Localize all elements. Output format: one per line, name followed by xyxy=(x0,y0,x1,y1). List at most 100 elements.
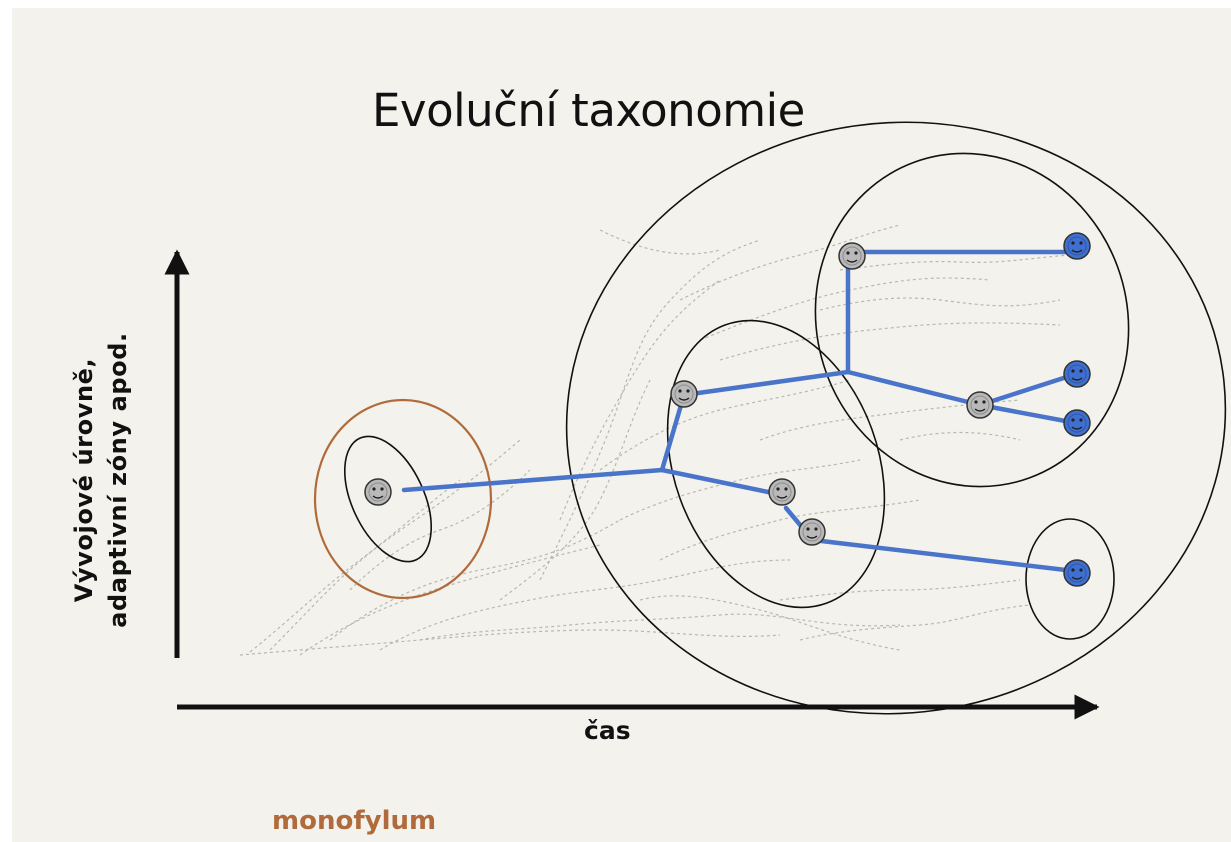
faint-branch xyxy=(719,322,1061,361)
face-inner-ring xyxy=(802,522,822,542)
faint-branch xyxy=(419,613,901,641)
ancestor-taxon-icon xyxy=(364,478,392,506)
face-eye xyxy=(776,487,780,491)
faint-branch xyxy=(499,379,651,601)
face-mouth xyxy=(846,259,858,263)
ancestor-taxon-icon xyxy=(798,518,826,546)
faint-branch xyxy=(349,469,531,591)
face-eye xyxy=(806,527,810,531)
face-eye xyxy=(1071,369,1075,373)
faint-branch xyxy=(239,629,781,656)
face-eye xyxy=(372,487,376,491)
face-eye xyxy=(686,389,690,393)
y-axis-label-line-1: Vývojové úrovně, xyxy=(70,357,98,603)
taxon-groups xyxy=(313,121,1227,715)
faint-branch xyxy=(839,254,1071,271)
face-mouth xyxy=(1071,377,1083,381)
taxon-group-ancestor-inner xyxy=(343,435,433,563)
ancestor-taxon-icon xyxy=(670,380,698,408)
face-inner-ring xyxy=(970,395,990,415)
faint-branch xyxy=(619,459,861,521)
faint-branch xyxy=(329,519,621,641)
face-mouth xyxy=(776,495,788,499)
face-inner-ring xyxy=(368,482,388,502)
face-mouth xyxy=(806,535,818,539)
faint-branch xyxy=(779,579,1021,601)
face-eye xyxy=(1079,241,1083,245)
face-mouth xyxy=(1071,576,1083,580)
faint-branch xyxy=(539,239,761,581)
faint-branch xyxy=(759,399,1021,441)
face-eye xyxy=(1079,568,1083,572)
faint-branch xyxy=(269,439,521,651)
face-eye xyxy=(380,487,384,491)
ancestor-taxon-icon xyxy=(768,478,796,506)
diagram-title: Evoluční taxonomie xyxy=(372,84,805,137)
face-mouth xyxy=(678,397,690,401)
face-inner-ring xyxy=(1067,413,1087,433)
face-eye xyxy=(1079,369,1083,373)
face-eye xyxy=(814,527,818,531)
descendant-taxon-icon xyxy=(1063,409,1091,437)
lineage-branch xyxy=(977,371,1079,408)
lineage-branch xyxy=(810,537,1077,574)
lineage-branch xyxy=(681,369,851,398)
faint-branch xyxy=(599,379,851,471)
faint-branch xyxy=(659,499,921,561)
ancestor-taxon-icon xyxy=(838,242,866,270)
lineage-tree xyxy=(401,249,1081,574)
face-inner-ring xyxy=(1067,364,1087,384)
face-inner-ring xyxy=(1067,236,1087,256)
taxon-nodes xyxy=(364,232,1091,587)
faint-branch xyxy=(639,595,901,651)
descendant-taxon-icon xyxy=(1063,232,1091,260)
face-eye xyxy=(854,251,858,255)
x-axis-label: čas xyxy=(584,716,631,745)
faint-branch xyxy=(679,224,901,301)
axes xyxy=(164,249,1100,720)
lineage-branch xyxy=(401,467,665,493)
faint-branch xyxy=(599,229,721,255)
faint-branch xyxy=(799,604,1031,641)
faint-branches xyxy=(239,224,1071,656)
taxon-group-upper-right xyxy=(814,152,1130,488)
faint-branch xyxy=(379,559,791,651)
face-eye xyxy=(1071,418,1075,422)
face-inner-ring xyxy=(772,482,792,502)
descendant-taxon-icon xyxy=(1063,559,1091,587)
face-mouth xyxy=(974,408,986,412)
faint-branch xyxy=(819,297,1061,311)
lineage-branch xyxy=(977,402,1079,426)
monofylum-label: monofylum xyxy=(272,806,437,836)
face-mouth xyxy=(372,495,384,499)
face-inner-ring xyxy=(674,384,694,404)
face-mouth xyxy=(1071,249,1083,253)
y-axis-label-line-2: adaptivní zóny apod. xyxy=(104,332,132,628)
lineage-branch xyxy=(659,467,771,495)
faint-branch xyxy=(699,277,991,341)
face-eye xyxy=(1071,241,1075,245)
faint-branch xyxy=(299,544,601,656)
face-inner-ring xyxy=(842,246,862,266)
monofylum-circle xyxy=(313,398,493,600)
taxon-group-lower-right xyxy=(1025,518,1115,640)
taxon-group-large xyxy=(565,121,1227,715)
face-eye xyxy=(974,400,978,404)
descendant-taxon-icon xyxy=(1063,360,1091,388)
face-eye xyxy=(982,400,986,404)
taxon-group-middle xyxy=(666,319,886,609)
face-eye xyxy=(846,251,850,255)
y-axis-label: Vývojové úrovně, adaptivní zóny apod. xyxy=(67,280,143,680)
slide-background xyxy=(12,8,1231,842)
face-eye xyxy=(678,389,682,393)
faint-branch xyxy=(559,279,721,521)
faint-branch xyxy=(899,431,1021,441)
face-mouth xyxy=(1071,426,1083,430)
face-eye xyxy=(1071,568,1075,572)
lineage-branch xyxy=(845,369,983,408)
face-eye xyxy=(1079,418,1083,422)
face-inner-ring xyxy=(1067,563,1087,583)
ancestor-taxon-icon xyxy=(966,391,994,419)
